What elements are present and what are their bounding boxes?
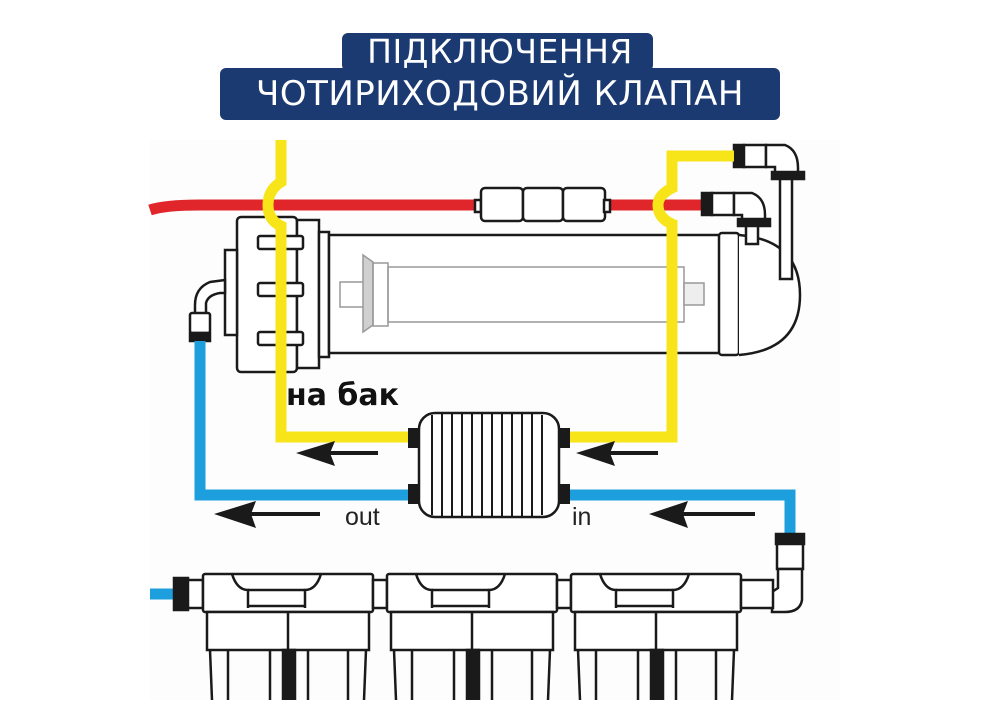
label-out: out xyxy=(345,503,380,531)
title-banner-top xyxy=(342,33,653,71)
left-elbow-fitting xyxy=(188,278,227,343)
label-in: in xyxy=(572,503,592,531)
title-line-2: ЧОТИРИХОДОВИЙ КЛАПАН xyxy=(256,74,744,114)
yellow-line-from-membrane xyxy=(566,150,734,443)
blue-line-in xyxy=(566,489,796,536)
yellow-line-to-tank xyxy=(262,140,412,443)
red-line-left xyxy=(148,199,475,216)
pre-filter-housings xyxy=(172,572,775,702)
flow-arrow-icon xyxy=(649,501,755,528)
blue-line-out xyxy=(194,341,412,501)
title-line-1: ПІДКЛЮЧЕННЯ xyxy=(367,32,633,71)
membrane-element xyxy=(339,253,705,334)
flow-arrow-icon xyxy=(296,441,378,466)
right-elbow-fittings xyxy=(700,143,806,281)
label-to-tank: на бак xyxy=(286,378,399,413)
inlet-elbow-fitting xyxy=(770,532,806,614)
ro-membrane-housing xyxy=(223,215,802,374)
title-banner-bottom xyxy=(220,68,780,120)
flow-arrow-icon xyxy=(214,501,320,528)
flow-arrow-icon xyxy=(576,441,658,466)
inline-post-filter xyxy=(473,186,612,223)
four-way-valve xyxy=(408,411,570,519)
